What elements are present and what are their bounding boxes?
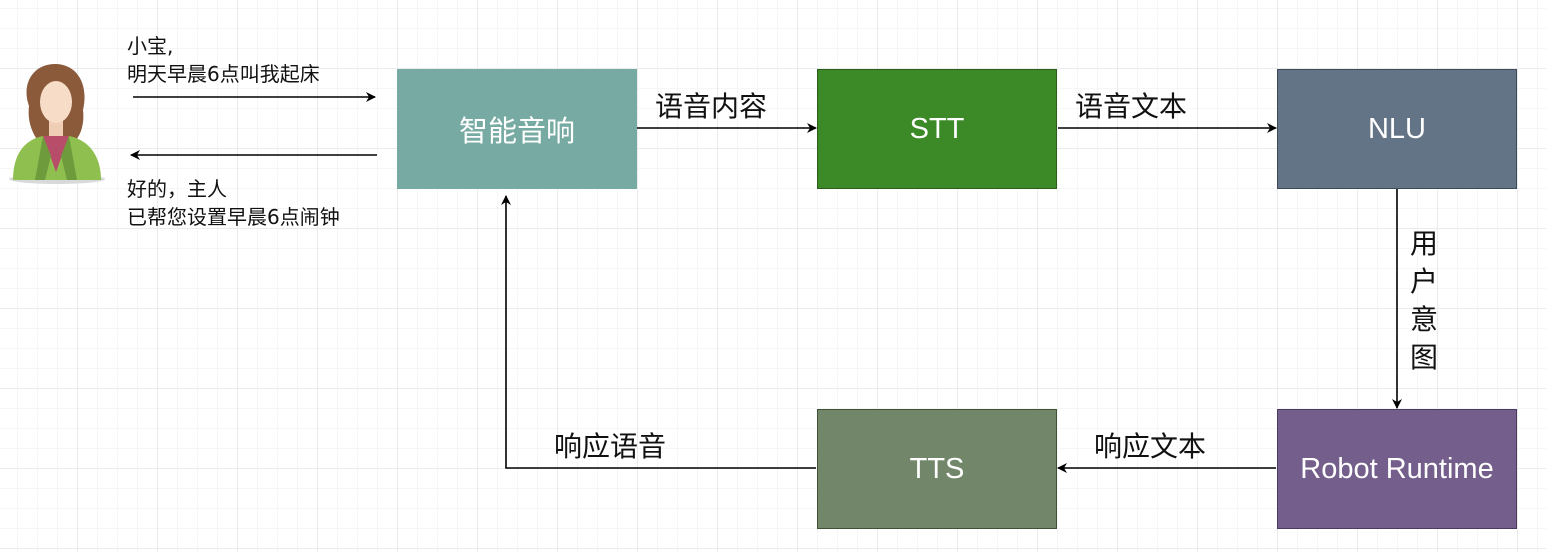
edge-label-speech-text: 语音文本: [1075, 90, 1188, 123]
speaker-reply-text: 好的，主人 已帮您设置早晨6点闹钟: [127, 175, 340, 231]
node-smart-speaker[interactable]: 智能音响: [397, 69, 637, 189]
edge-label-speech-content: 语音内容: [655, 90, 768, 123]
node-tts[interactable]: TTS: [817, 409, 1057, 529]
arrow-tts-to-speaker: [501, 195, 816, 469]
edge-label-user-intent-char: 用: [1410, 227, 1439, 260]
edge-label-response-text: 响应文本: [1094, 430, 1207, 463]
node-smart-speaker-label: 智能音响: [458, 116, 575, 148]
node-nlu-label: NLU: [1367, 112, 1426, 145]
speaker-reply-line2: 已帮您设置早晨6点闹钟: [127, 205, 340, 229]
edge-label-user-intent-char: 图: [1410, 341, 1439, 374]
user-request-text: 小宝, 明天早晨6点叫我起床: [127, 32, 320, 88]
edge-label-response-speech: 响应语音: [554, 430, 667, 463]
node-stt-label: STT: [909, 112, 965, 145]
node-tts-label: TTS: [909, 452, 965, 485]
edge-label-user-intent-char: 户: [1410, 265, 1439, 298]
node-robot-runtime[interactable]: Robot Runtime: [1277, 409, 1517, 529]
node-robot-runtime-label: Robot Runtime: [1300, 452, 1494, 485]
node-nlu[interactable]: NLU: [1277, 69, 1517, 189]
user-request-line1: 小宝,: [127, 34, 174, 58]
user-request-line2: 明天早晨6点叫我起床: [127, 62, 320, 86]
node-stt[interactable]: STT: [817, 69, 1057, 189]
edge-label-user-intent: 用 户 意 图: [1410, 225, 1438, 377]
speaker-reply-line1: 好的，主人: [127, 177, 227, 201]
edge-label-user-intent-char: 意: [1410, 303, 1439, 336]
user-avatar-icon: [5, 60, 109, 185]
